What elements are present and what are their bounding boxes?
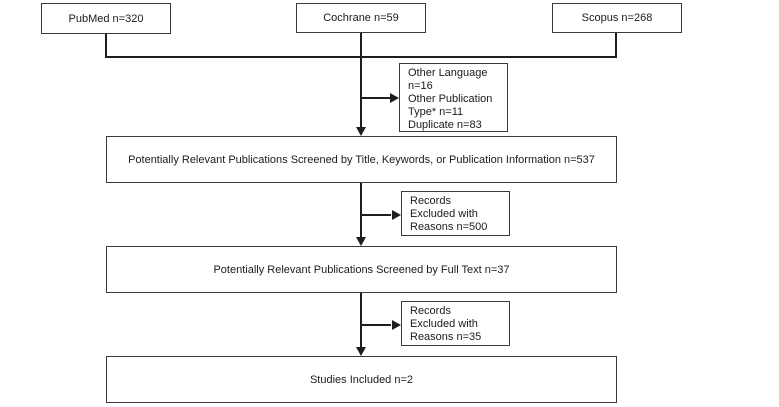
- stage-box-studies-included: Studies Included n=2: [106, 356, 617, 403]
- branch-line-exclusion1: [361, 97, 391, 99]
- source-label-scopus: Scopus n=268: [581, 12, 653, 24]
- arrow-right-icon: [392, 320, 401, 330]
- stage-box-fulltext-screening: Potentially Relevant Publications Screen…: [106, 246, 617, 293]
- source-box-scopus: Scopus n=268: [552, 3, 682, 33]
- exclusion-line: Records: [410, 195, 451, 207]
- arrow-down-icon: [356, 127, 366, 136]
- exclusion-line: Type* n=11: [408, 106, 464, 118]
- exclusion-line: Other Publication: [408, 93, 493, 105]
- source-box-cochrane: Cochrane n=59: [296, 3, 426, 33]
- exclusion-box-records-35: Records Excluded with Reasons n=35: [401, 301, 510, 346]
- exclusion-line: Reasons n=500: [410, 221, 488, 233]
- arrow-down-icon: [356, 347, 366, 356]
- branch-line-exclusion3: [361, 324, 391, 326]
- flow-line-stage2-to-stage3: [360, 293, 362, 348]
- source-label-cochrane: Cochrane n=59: [323, 12, 399, 24]
- branch-line-exclusion2: [361, 214, 391, 216]
- arrow-down-icon: [356, 237, 366, 246]
- flow-line-sources-to-stage1: [360, 33, 362, 128]
- stage-label-title-screening: Potentially Relevant Publications Screen…: [128, 153, 595, 166]
- flow-line-stage1-to-stage2: [360, 183, 362, 238]
- exclusion-line: Records: [410, 305, 451, 317]
- stage-label-fulltext-screening: Potentially Relevant Publications Screen…: [213, 263, 510, 276]
- arrow-right-icon: [392, 210, 401, 220]
- source-box-pubmed: PubMed n=320: [41, 3, 171, 34]
- exclusion-box-language-type-duplicate: Other Language n=16 Other Publication Ty…: [399, 63, 508, 132]
- exclusion-line: n=16: [408, 80, 433, 92]
- exclusion-line: Excluded with: [410, 208, 478, 220]
- exclusion-line: Duplicate n=83: [408, 119, 482, 131]
- exclusion-line: Other Language: [408, 67, 488, 79]
- arrow-right-icon: [390, 93, 399, 103]
- pubmed-stem-line: [105, 34, 107, 58]
- source-label-pubmed: PubMed n=320: [68, 12, 144, 25]
- stage-box-title-screening: Potentially Relevant Publications Screen…: [106, 136, 617, 183]
- stage-label-studies-included: Studies Included n=2: [309, 373, 414, 386]
- exclusion-box-records-500: Records Excluded with Reasons n=500: [401, 191, 510, 236]
- exclusion-line: Reasons n=35: [410, 331, 482, 343]
- scopus-stem-line: [615, 33, 617, 58]
- exclusion-line: Excluded with: [410, 318, 478, 330]
